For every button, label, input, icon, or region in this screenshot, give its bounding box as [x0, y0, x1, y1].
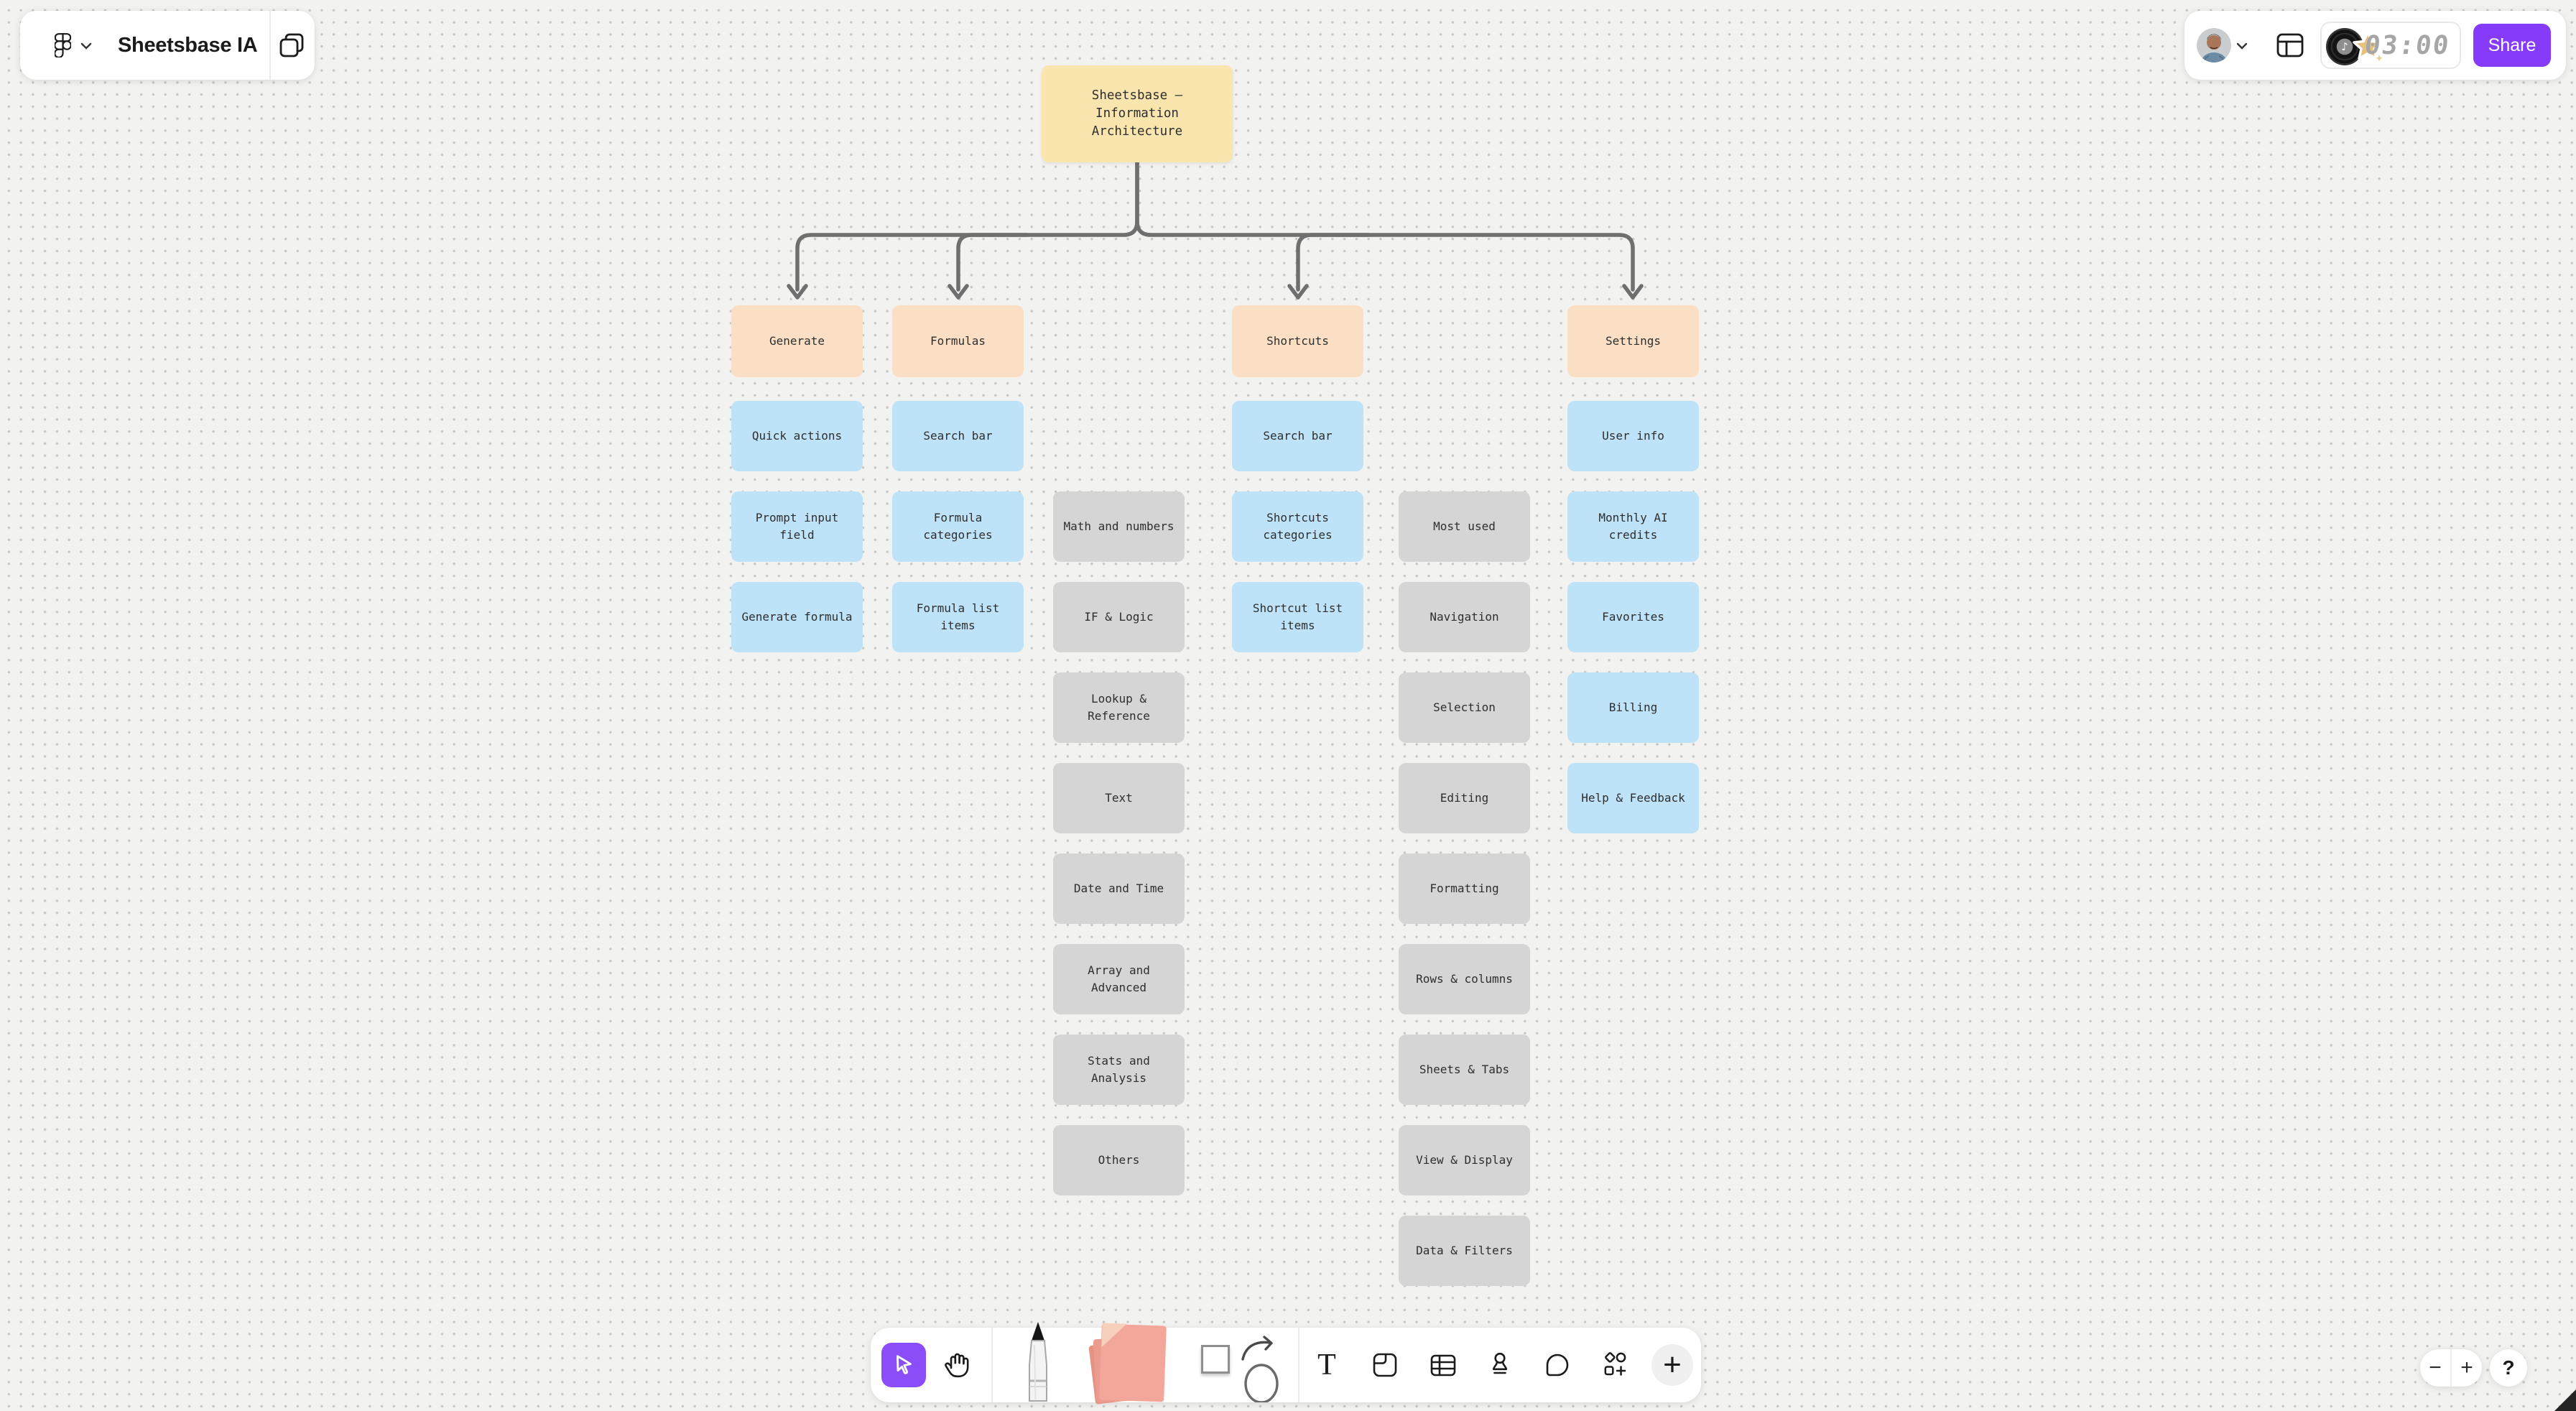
node-shortcuts-categories[interactable]: Shortcuts categories [1232, 491, 1363, 562]
share-button[interactable]: Share [2473, 24, 2551, 67]
node-formulas[interactable]: Formulas [892, 305, 1024, 377]
cursor-icon [896, 1355, 912, 1374]
add-tool-button[interactable]: + [1651, 1344, 1693, 1386]
text-tool-button[interactable]: T [1317, 1348, 1336, 1382]
node-monthly-ai-credits[interactable]: Monthly AI credits [1567, 491, 1699, 562]
section-tool-button[interactable] [1371, 1351, 1399, 1379]
node-date-and-time[interactable]: Date and Time [1053, 853, 1185, 924]
node-favorites[interactable]: Favorites [1567, 582, 1699, 652]
node-navigation[interactable]: Navigation [1399, 582, 1530, 652]
timer-widget[interactable]: ♪ 03:00 [2320, 22, 2461, 69]
divider [1298, 1328, 1299, 1402]
table-icon [1430, 1354, 1456, 1377]
chevron-down-icon[interactable] [2236, 42, 2248, 50]
node-quick-actions[interactable]: Quick actions [731, 401, 863, 471]
node-settings[interactable]: Settings [1567, 305, 1699, 377]
chat-tool-button[interactable] [1542, 1350, 1572, 1380]
select-tool-button[interactable] [881, 1343, 926, 1387]
node-sheets-tabs[interactable]: Sheets & Tabs [1399, 1035, 1530, 1105]
connector-tool-button[interactable] [1238, 1335, 1284, 1402]
marker-tool-button[interactable] [1021, 1320, 1055, 1402]
sticky-note-tool-button[interactable] [1088, 1313, 1169, 1405]
node-billing[interactable]: Billing [1567, 672, 1699, 743]
chat-bubble-icon [1546, 1354, 1569, 1377]
node-rows-columns[interactable]: Rows & columns [1399, 944, 1530, 1014]
stamp-icon [1492, 1352, 1508, 1374]
node-math-and-numbers[interactable]: Math and numbers [1053, 491, 1185, 562]
node-data-filters[interactable]: Data & Filters [1399, 1216, 1530, 1286]
node-most-used[interactable]: Most used [1399, 491, 1530, 562]
zoom-controls: − + [2420, 1349, 2482, 1387]
session-toolbar: ♪ 03:00 Share [2184, 11, 2566, 80]
node-prompt-input-field[interactable]: Prompt input field [731, 491, 863, 562]
node-formula-categories[interactable]: Formula categories [892, 491, 1024, 562]
node-view-display[interactable]: View & Display [1399, 1125, 1530, 1195]
divider [2450, 1349, 2452, 1387]
divider [991, 1328, 993, 1402]
stamp-tool-button[interactable] [1486, 1351, 1514, 1379]
hand-tool-button[interactable] [942, 1350, 972, 1380]
shape-tool-button[interactable] [1201, 1345, 1230, 1374]
node-formatting[interactable]: Formatting [1399, 853, 1530, 924]
node-selection[interactable]: Selection [1399, 672, 1530, 743]
table-tool-button[interactable] [1429, 1351, 1458, 1379]
pages-icon[interactable] [279, 32, 305, 58]
section-icon [1373, 1353, 1397, 1377]
node-root-sticky[interactable]: Sheetsbase — Information Architecture [1042, 65, 1233, 162]
node-editing[interactable]: Editing [1399, 763, 1530, 833]
divider [269, 11, 271, 80]
timer-value: 03:00 [2363, 30, 2452, 60]
chevron-down-icon[interactable] [80, 42, 92, 50]
node-stats-and-analysis[interactable]: Stats and Analysis [1053, 1035, 1185, 1105]
node-formula-list-items[interactable]: Formula list items [892, 582, 1024, 652]
figma-logo-icon[interactable] [55, 33, 71, 57]
widgets-tool-button[interactable] [1601, 1351, 1628, 1379]
node-generate-formula[interactable]: Generate formula [731, 582, 863, 652]
text-tool-icon: T [1317, 1348, 1336, 1382]
node-if-logic[interactable]: IF & Logic [1053, 582, 1185, 652]
file-name[interactable]: Sheetsbase IA [118, 33, 258, 57]
node-user-info[interactable]: User info [1567, 401, 1699, 471]
node-help-feedback[interactable]: Help & Feedback [1567, 763, 1699, 833]
node-lookup-reference[interactable]: Lookup & Reference [1053, 672, 1185, 743]
file-toolbar: Sheetsbase IA [20, 11, 315, 80]
zoom-out-button[interactable]: − [2429, 1356, 2442, 1379]
node-array-and-advanced[interactable]: Array and Advanced [1053, 944, 1185, 1014]
corner-resize-handle [2554, 1389, 2576, 1411]
help-button[interactable]: ? [2490, 1349, 2527, 1387]
hand-icon [945, 1353, 969, 1378]
node-search-bar[interactable]: Search bar [892, 401, 1024, 471]
node-text[interactable]: Text [1053, 763, 1185, 833]
layout-grid-icon[interactable] [2276, 33, 2304, 57]
node-shortcut-list-items[interactable]: Shortcut list items [1232, 582, 1363, 652]
tools-toolbar: T + [871, 1328, 1701, 1402]
node-shortcuts[interactable]: Shortcuts [1232, 305, 1363, 377]
node-others[interactable]: Others [1053, 1125, 1185, 1195]
node-generate[interactable]: Generate [731, 305, 863, 377]
zoom-in-button[interactable]: + [2460, 1356, 2473, 1379]
avatar[interactable] [2197, 28, 2231, 63]
star-sticker-icon [2350, 29, 2388, 67]
node-search-bar[interactable]: Search bar [1232, 401, 1363, 471]
widgets-icon [1604, 1352, 1626, 1376]
